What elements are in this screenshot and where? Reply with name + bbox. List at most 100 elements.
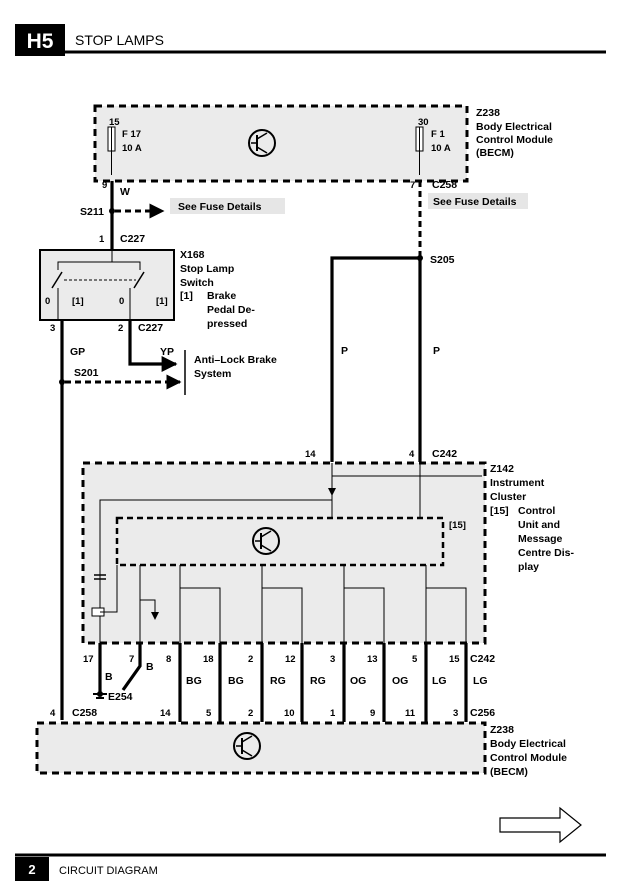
- bus-color-6: OG: [392, 675, 408, 687]
- bus-bottom-pin-10: 10: [284, 708, 295, 719]
- bus-top-pin-13: 13: [367, 654, 378, 665]
- becm-pin9: 9: [102, 180, 107, 191]
- connector-c258-top: C258: [432, 179, 457, 191]
- switch-name-1: Stop Lamp: [180, 263, 234, 275]
- splice-s211: S211: [80, 206, 104, 218]
- bus-bottom-pin-9: 9: [370, 708, 375, 719]
- wire-p-left: [330, 256, 420, 462]
- abs-label-1: Anti–Lock Brake: [194, 354, 277, 366]
- connector-c242-bottom: C242: [470, 653, 495, 665]
- bus-bottom-pin-1: 1: [330, 708, 336, 719]
- splice-s201-dot: [59, 379, 65, 385]
- bus-color-7: LG: [432, 675, 447, 687]
- cluster-name-1: Instrument: [490, 477, 545, 489]
- wire-yp-label: YP: [160, 346, 174, 358]
- fuse-f17-rating: 10 A: [122, 143, 142, 154]
- cluster-inner-tag: [15]: [449, 520, 466, 531]
- wire-b1-label: B: [105, 671, 113, 683]
- bus-wires: [98, 643, 468, 722]
- transistor-icon: [248, 129, 276, 157]
- cluster-note-1: Control: [518, 505, 555, 517]
- becm-bottom-pin4: 4: [50, 708, 56, 719]
- page-footer: 2 CIRCUIT DIAGRAM: [15, 853, 606, 881]
- switch-id: X168: [180, 249, 205, 261]
- transistor-icon: [233, 732, 261, 760]
- cluster-id: Z142: [490, 463, 514, 475]
- becm-bottom: [35, 721, 487, 775]
- switch-name-2: Switch: [180, 277, 214, 289]
- bus-color-1: BG: [186, 675, 202, 687]
- becm-top-pin30: 30: [418, 117, 429, 128]
- becm-bottom-name-3: (BECM): [490, 766, 528, 778]
- bus-color-4: RG: [310, 675, 326, 687]
- fuse-f1-name: F 1: [431, 129, 445, 140]
- becm-top-name-1: Body Electrical: [476, 121, 552, 133]
- section-badge-label: H5: [27, 30, 54, 53]
- bus-color-5: OG: [350, 675, 366, 687]
- cluster-note-3: Message: [518, 533, 563, 545]
- page-number: 2: [28, 862, 35, 877]
- cluster-note-2: Unit and: [518, 519, 560, 531]
- cluster-note-4: Centre Dis-: [518, 547, 575, 559]
- becm-bottom-name-2: Control Module: [490, 752, 567, 764]
- becm-bottom-box: [35, 721, 487, 775]
- section-badge: [15, 24, 65, 56]
- bus-top-pin-2: 2: [248, 654, 253, 665]
- page-header: H5 STOP LAMPS: [15, 24, 606, 56]
- next-page-arrow-icon[interactable]: [499, 806, 582, 844]
- ground-e254: E254: [108, 691, 133, 703]
- cluster-control-unit: [115, 516, 445, 567]
- wire-b2-label: B: [146, 661, 154, 673]
- switch-contact-right: 0: [119, 296, 124, 307]
- bus-top-pin-12: 12: [285, 654, 296, 665]
- connector-c242-top: C242: [432, 448, 457, 460]
- footer-title: CIRCUIT DIAGRAM: [59, 865, 158, 877]
- cluster-note-tag: [15]: [490, 505, 509, 517]
- becm-top-name-2: Control Module: [476, 134, 553, 146]
- page-title: STOP LAMPS: [75, 32, 164, 48]
- becm-pin7-label: 7: [410, 180, 415, 191]
- switch-note-1: Brake: [207, 290, 236, 302]
- stop-lamp-switch: 0 [1] 0 [1]: [39, 249, 175, 321]
- becm-bottom-id: Z238: [490, 724, 514, 736]
- becm-top-box: [93, 104, 469, 183]
- becm-top-id: Z238: [476, 107, 500, 119]
- cluster-note-5: play: [518, 561, 539, 573]
- splice-s201: S201: [74, 367, 99, 379]
- bus-top-pin-18: 18: [203, 654, 214, 665]
- bus-top-pin-17: 17: [83, 654, 94, 665]
- fuse-f1-rating: 10 A: [431, 143, 451, 154]
- switch-pin3: 3: [50, 323, 55, 334]
- bus-color-2: BG: [228, 675, 244, 687]
- bus-color-8: LG: [473, 675, 488, 687]
- cluster-pin14: 14: [305, 449, 316, 460]
- switch-note-tag: [1]: [180, 290, 193, 302]
- connector-c227-top: C227: [120, 233, 145, 245]
- cluster-pin4: 4: [409, 449, 415, 460]
- becm-top: 15 F 17 10 A 30 F 1 10 A Z238 Body Elect…: [93, 104, 553, 183]
- bus-bottom-pin-11: 11: [405, 708, 416, 719]
- splice-s205: S205: [430, 254, 455, 266]
- bus-top-pin-5: 5: [412, 654, 418, 665]
- wire-p-left-label: P: [341, 345, 348, 357]
- wire-w-label: W: [120, 186, 130, 198]
- transistor-icon: [252, 527, 280, 555]
- page-number-badge: [15, 857, 49, 881]
- fuse-details-right: See Fuse Details: [433, 196, 517, 208]
- wire-yp: [128, 320, 178, 372]
- abs-label-2: System: [194, 368, 231, 380]
- bus-bottom-pin-2: 2: [248, 708, 253, 719]
- switch-contact-left: 0: [45, 296, 50, 307]
- switch-note-3: pressed: [207, 318, 247, 330]
- fuse-f17-name: F 17: [122, 129, 141, 140]
- connector-c256: C256: [470, 707, 495, 719]
- becm-top-pin15: 15: [109, 117, 120, 128]
- cluster-name-2: Cluster: [490, 491, 526, 503]
- switch-box: [39, 249, 175, 321]
- becm-bottom-name-1: Body Electrical: [490, 738, 566, 750]
- bus-bottom-pin-14: 14: [160, 708, 171, 719]
- bus-bottom-pin-3: 3: [453, 708, 458, 719]
- connector-c227-bottom: C227: [138, 322, 163, 334]
- bus-top-pin-15: 15: [449, 654, 460, 665]
